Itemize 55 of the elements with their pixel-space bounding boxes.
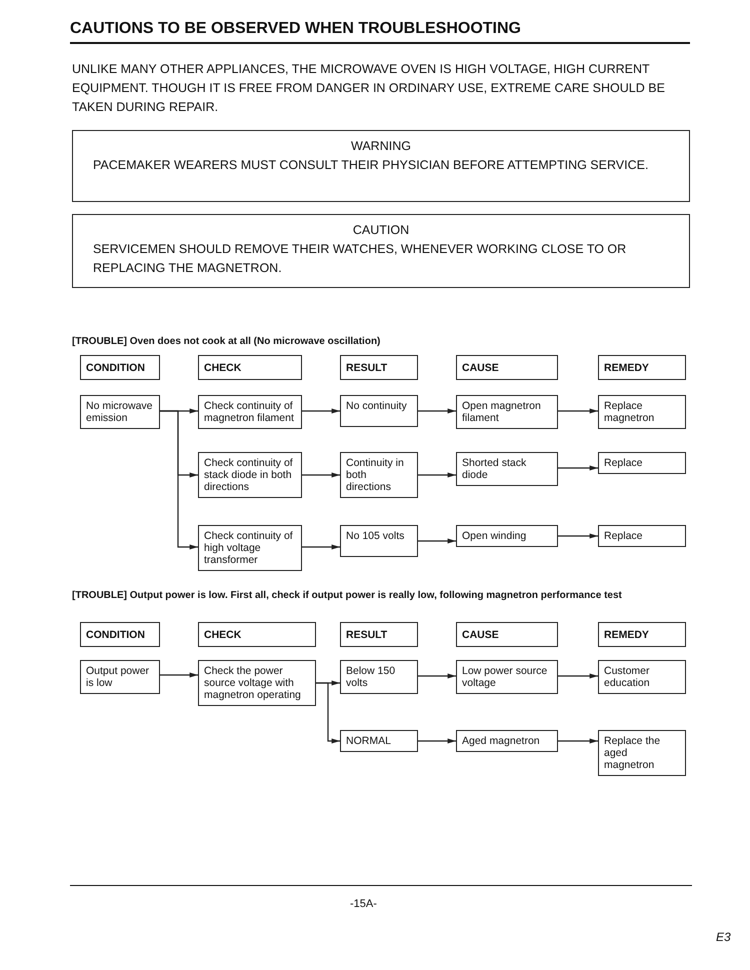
process-box: No microwave emission [80, 395, 160, 429]
arrow [558, 738, 598, 744]
arrow [418, 673, 456, 679]
column-header-box: REMEDY [598, 622, 686, 647]
intro-paragraph: UNLIKE MANY OTHER APPLIANCES, THE MICROWAVE OVEN IS HIGH VOLTAGE, HIGH CURRENT EQUIPMENT. THOUGH IT IS FREE FROM DANGER IN ORDINARY USE, EXTREME CARE SHOULD BE TAKEN DURING REPAIR. [72, 61, 666, 116]
process-box: Replace the aged magnetron [598, 730, 686, 776]
arrow [302, 472, 340, 478]
arrow [418, 472, 456, 478]
arrow [418, 408, 456, 414]
process-box: Continuity in both directions [340, 452, 418, 498]
process-box: Check continuity of high voltage transformer [198, 525, 302, 571]
column-header-box: CONDITION [80, 622, 160, 647]
arrow [558, 408, 598, 414]
arrow [558, 465, 598, 471]
process-box: Customer education [598, 660, 686, 694]
process-box: Aged magnetron [456, 730, 558, 752]
arrow [160, 672, 198, 678]
arrow [558, 673, 598, 679]
arrow [160, 410, 198, 550]
arrow [302, 408, 340, 414]
column-header-box: REMEDY [598, 355, 686, 380]
column-header-box: CAUSE [456, 622, 558, 647]
process-box: Shorted stack diode [456, 452, 558, 486]
process-box: No continuity [340, 395, 418, 427]
trouble-heading: [TROUBLE] Output power is low. First all, check if output power is really low, following magnetron performance test [72, 590, 623, 602]
column-header-box: RESULT [340, 622, 418, 647]
notice-box: WARNING PACEMAKER WEARERS MUST CONSULT THEIR PHYSICIAN BEFORE ATTEMPTING SERVICE. [72, 130, 690, 202]
process-box: Check continuity of magnetron filament [198, 395, 302, 429]
trouble-heading: [TROUBLE] Oven does not cook at all (No microwave oscillation) [72, 336, 382, 348]
column-header-box: CHECK [198, 622, 316, 647]
process-box: NORMAL [340, 730, 418, 752]
notice-box: CAUTION SERVICEMEN SHOULD REMOVE THEIR WATCHES, WHENEVER WORKING CLOSE TO OR REPLACING THE MAGNETRON. [72, 214, 690, 288]
process-box: Replace magnetron [598, 395, 686, 429]
arrow [316, 682, 340, 744]
arrow [558, 533, 598, 539]
process-box: No 105 volts [340, 525, 418, 557]
process-box: Check the power source voltage with magnetron operating [198, 660, 316, 706]
process-box: Output power is low [80, 660, 160, 694]
arrow [418, 738, 456, 744]
arrow [302, 544, 340, 550]
process-box: Replace [598, 452, 686, 474]
column-header-box: CONDITION [80, 355, 160, 380]
process-box: Check continuity of stack diode in both directions [198, 452, 302, 498]
column-header-box: CAUSE [456, 355, 558, 380]
column-header-box: CHECK [198, 355, 302, 380]
process-box: Low power source voltage [456, 660, 558, 694]
handwritten-note: E3 [716, 930, 731, 944]
process-box: Open magnetron filament [456, 395, 558, 429]
process-box: Below 150 volts [340, 660, 418, 694]
page-title: CAUTIONS TO BE OBSERVED WHEN TROUBLESHOOTING [70, 20, 690, 44]
column-header-box: RESULT [340, 355, 418, 380]
process-box: Open winding [456, 525, 558, 547]
arrow [418, 538, 456, 544]
page-number: -15A- [350, 898, 377, 910]
process-box: Replace [598, 525, 686, 547]
